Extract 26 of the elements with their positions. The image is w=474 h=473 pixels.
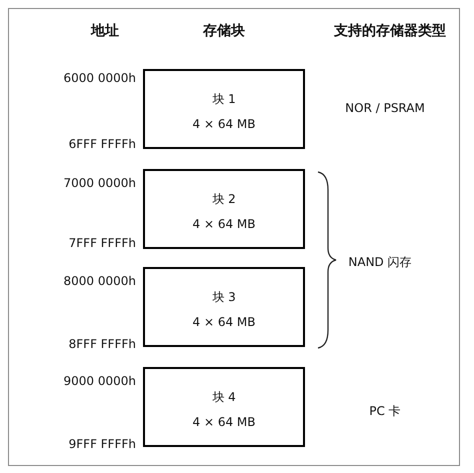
memory-type-label: PC 卡: [369, 403, 401, 420]
address-label: 8000 0000h: [64, 274, 136, 288]
address-label: 8FFF FFFFh: [68, 337, 136, 351]
address-label: 7000 0000h: [64, 176, 136, 190]
address-label: 6000 0000h: [64, 71, 136, 85]
column-header: 地址: [91, 22, 119, 40]
block-name: 块 1: [211, 91, 237, 108]
memory-block: [143, 267, 305, 347]
address-label: 7FFF FFFFh: [68, 236, 136, 250]
memory-type-label: NAND 闪存: [348, 254, 412, 271]
column-header: 存储块: [203, 22, 245, 40]
address-label: 9000 0000h: [64, 374, 136, 388]
memory-block: [143, 367, 305, 447]
memory-block: [143, 69, 305, 149]
block-size: 4 × 64 MB: [192, 117, 256, 131]
address-label: 9FFF FFFFh: [68, 437, 136, 451]
block-name: 块 2: [211, 191, 237, 208]
block-name: 块 3: [211, 289, 237, 306]
block-size: 4 × 64 MB: [192, 415, 256, 429]
memory-type-label: NOR / PSRAM: [345, 101, 425, 115]
block-name: 块 4: [211, 389, 237, 406]
block-size: 4 × 64 MB: [192, 315, 256, 329]
column-header: 支持的存储器类型: [334, 22, 446, 40]
address-label: 6FFF FFFFh: [68, 137, 136, 151]
memory-block: [143, 169, 305, 249]
block-size: 4 × 64 MB: [192, 217, 256, 231]
